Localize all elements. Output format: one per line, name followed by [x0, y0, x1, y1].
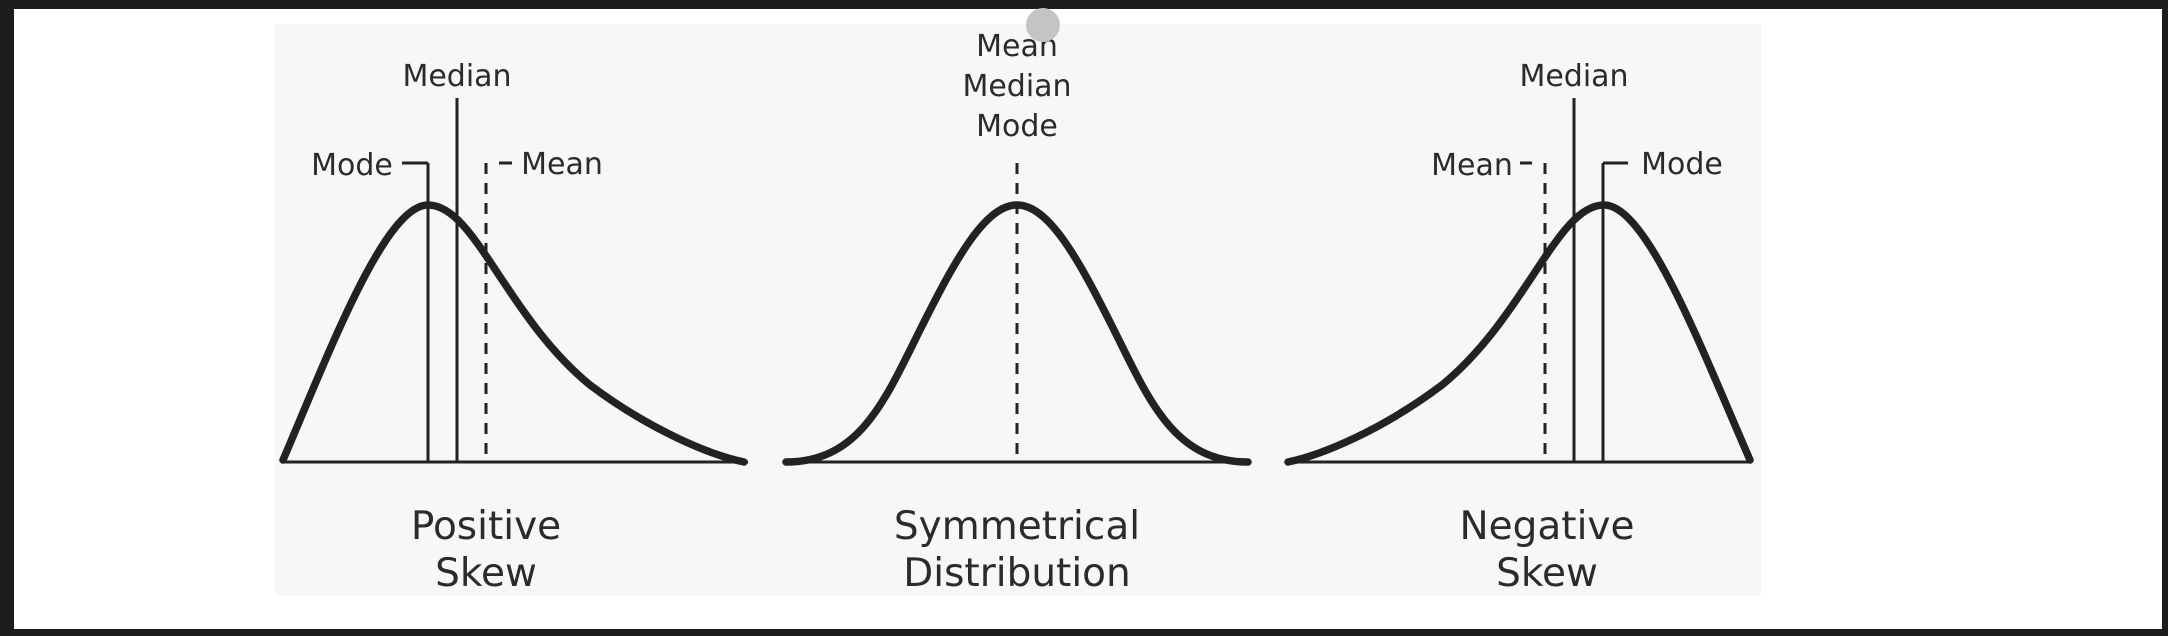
positive-mode-label: Mode	[311, 148, 393, 183]
positive-skew-panel: Mode Median Mean Positive Skew	[279, 59, 748, 596]
negative-median-label: Median	[1519, 59, 1628, 94]
negative-caption-line2: Skew	[1496, 551, 1598, 596]
symmetrical-caption-line2: Distribution	[903, 551, 1131, 596]
negative-caption-line1: Negative	[1459, 504, 1634, 549]
positive-caption-line2: Skew	[435, 551, 537, 596]
negative-mean-label: Mean	[1431, 148, 1513, 183]
negative-skew-curve	[1284, 201, 1754, 466]
positive-median-label: Median	[402, 59, 511, 94]
mouse-cursor	[1026, 8, 1060, 42]
negative-mode-label: Mode	[1641, 147, 1723, 182]
symmetrical-mode-label: Mode	[976, 109, 1058, 144]
symmetrical-curve	[782, 201, 1252, 466]
positive-caption-line1: Positive	[411, 504, 561, 549]
symmetrical-panel: Mean Median Mode Symmetrical Distributio…	[782, 29, 1252, 596]
positive-skew-curve	[279, 201, 748, 466]
symmetrical-caption-line1: Symmetrical	[894, 504, 1140, 549]
symmetrical-median-label: Median	[962, 69, 1071, 104]
negative-skew-panel: Mean Median Mode Negative Skew	[1284, 59, 1754, 596]
positive-mean-label: Mean	[521, 147, 603, 182]
